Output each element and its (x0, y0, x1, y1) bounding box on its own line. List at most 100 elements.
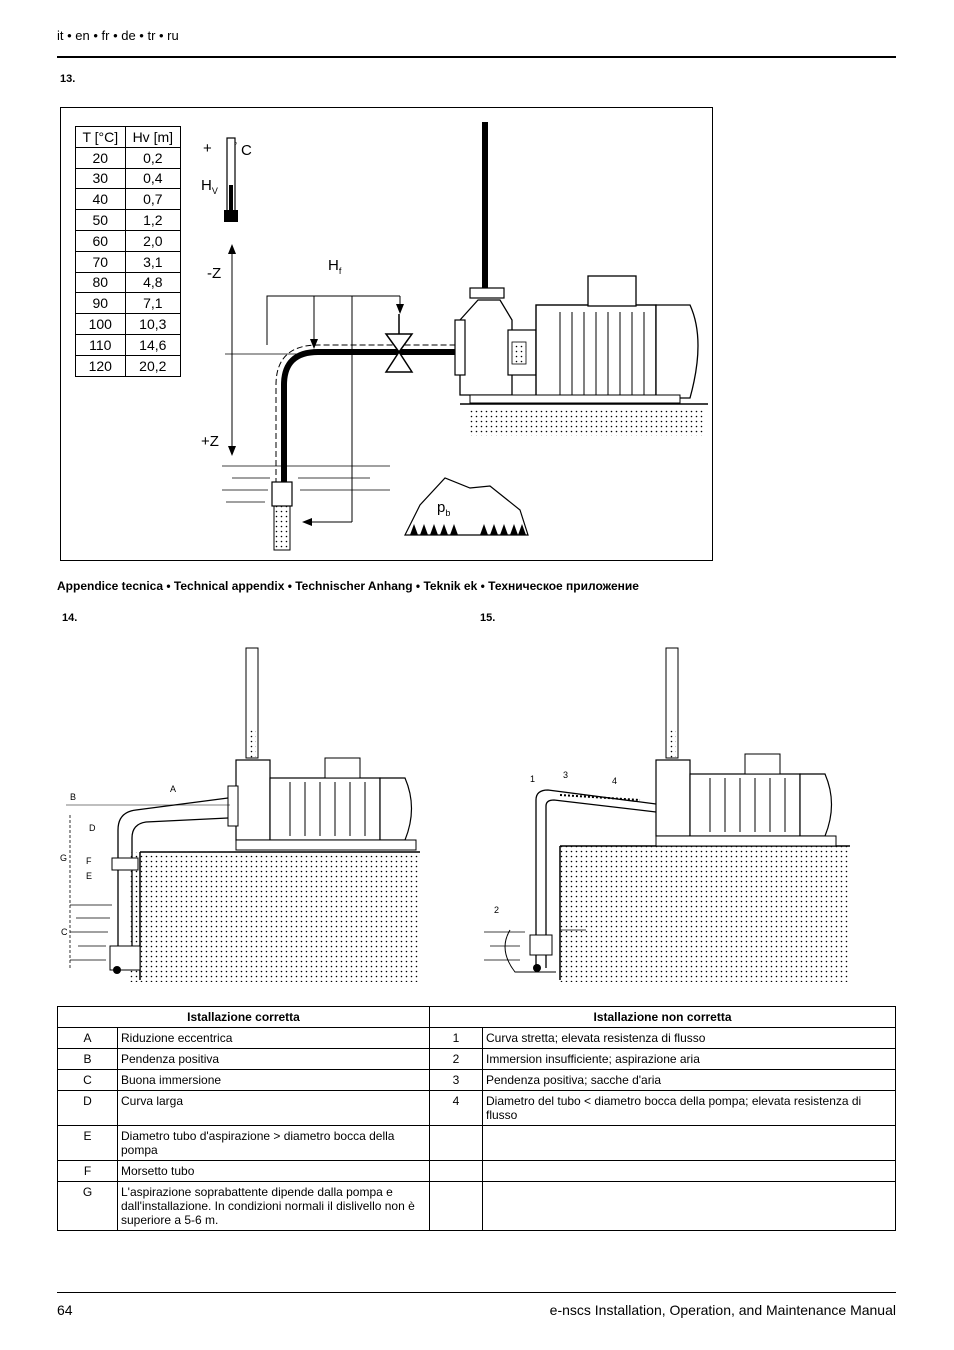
footer-rule (57, 1292, 896, 1293)
label-1: 1 (530, 774, 535, 784)
figure-15-number: 15. (480, 612, 496, 624)
legend-letter: A (57, 1027, 118, 1049)
figure-13-number: 13. (60, 73, 76, 85)
legend-header-row: Istallazione corretta Istallazione non c… (57, 1006, 896, 1028)
legend-description-incorrect (482, 1125, 896, 1161)
legend-description: Diametro tubo d'aspirazione > diametro b… (117, 1125, 430, 1161)
figure-13-frame (60, 107, 713, 561)
hf-label: Hf (328, 257, 342, 276)
legend-number: 4 (429, 1090, 483, 1126)
table-row: D Curva larga 4 Diametro del tubo < diam… (57, 1090, 896, 1126)
celsius-label: C (241, 142, 252, 159)
mountain-icon (404, 477, 529, 536)
figure-14-number: 14. (62, 612, 78, 624)
table-cell: 20 (75, 146, 126, 169)
legend-description-incorrect: Pendenza positiva; sacche d'aria (482, 1069, 896, 1091)
legend-description: Pendenza positiva (117, 1048, 430, 1070)
plus-label: + (203, 140, 212, 157)
legend-description: Morsetto tubo (117, 1160, 430, 1182)
table-row: E Diametro tubo d'aspirazione > diametro… (57, 1125, 896, 1161)
label-f: F (86, 856, 92, 866)
table-cell: 7,1 (124, 292, 182, 315)
legend-letter: C (57, 1069, 118, 1091)
legend-letter: D (57, 1090, 118, 1126)
legend-number (429, 1125, 483, 1161)
legend-description: L'aspirazione soprabattente dipende dall… (117, 1181, 430, 1231)
pb-label: pb (437, 499, 450, 518)
legend-letter: G (57, 1181, 118, 1231)
label-e: E (86, 871, 92, 881)
legend-header-incorrect: Istallazione non corretta (429, 1006, 896, 1028)
language-list: it • en • fr • de • tr • ru (57, 28, 179, 43)
legend-description: Riduzione eccentrica (117, 1027, 430, 1049)
label-b: B (70, 792, 76, 802)
table-cell: 14,6 (124, 333, 182, 356)
table-cell: 50 (75, 209, 126, 231)
label-3: 3 (563, 770, 568, 780)
legend-number (429, 1160, 483, 1182)
header-rule (57, 56, 896, 58)
table-cell: 20,2 (124, 354, 182, 377)
table-cell: 40 (75, 188, 126, 211)
degree-label: ° (234, 141, 237, 150)
legend-letter: E (57, 1125, 118, 1161)
table-cell: 3,1 (124, 250, 182, 273)
label-a: A (170, 784, 176, 794)
table-row: F Morsetto tubo (57, 1160, 896, 1182)
legend-number (429, 1181, 483, 1231)
pump-icon (454, 122, 699, 404)
legend-description-incorrect (482, 1160, 896, 1182)
legend-letter: F (57, 1160, 118, 1182)
incorrect-installation-diagram: 1 2 3 4 (484, 647, 850, 982)
label-4: 4 (612, 776, 617, 786)
table-cell: 0,7 (124, 188, 182, 211)
table-cell: 4,8 (124, 271, 182, 294)
table-cell: 1,2 (124, 209, 182, 231)
table-cell: 70 (75, 250, 126, 273)
label-d: D (89, 823, 96, 833)
table-cell: 2,0 (124, 229, 182, 252)
legend-number: 2 (429, 1048, 483, 1070)
table-cell: 110 (75, 333, 126, 356)
table-header-row: T [°C] Hv [m] (75, 126, 182, 148)
plus-z-label: +Z (201, 433, 219, 450)
legend-description-incorrect: Curva stretta; elevata resistenza di flu… (482, 1027, 896, 1049)
correct-installation-diagram: A B C D E F G (60, 647, 420, 982)
label-g: G (60, 853, 67, 863)
table-cell: 10,3 (124, 313, 182, 335)
legend-description-incorrect (482, 1181, 896, 1231)
minus-z-label: -Z (207, 265, 221, 282)
legend-description: Curva larga (117, 1090, 430, 1126)
legend-header-correct: Istallazione corretta (57, 1006, 430, 1028)
legend-letter: B (57, 1048, 118, 1070)
legend-number: 3 (429, 1069, 483, 1091)
legend-table: Istallazione corretta Istallazione non c… (57, 1006, 896, 1231)
table-row: C Buona immersione 3 Pendenza positiva; … (57, 1069, 896, 1091)
table-cell: 100 (75, 313, 126, 335)
table-cell: 0,4 (124, 167, 182, 190)
legend-number: 1 (429, 1027, 483, 1049)
table-header-hv: Hv [m] (124, 126, 182, 148)
label-c: C (61, 927, 68, 937)
thermometer-icon (224, 137, 238, 222)
table-row: B Pendenza positiva 2 Immersion insuffic… (57, 1048, 896, 1070)
table-cell: 80 (75, 271, 126, 294)
legend-description-incorrect: Diametro del tubo < diametro bocca della… (482, 1090, 896, 1126)
manual-title: e-nscs Installation, Operation, and Main… (549, 1302, 896, 1318)
table-cell: 120 (75, 354, 126, 377)
table-header-temperature: T [°C] (75, 126, 126, 148)
page-number: 64 (57, 1302, 73, 1318)
table-row: A Riduzione eccentrica 1 Curva stretta; … (57, 1027, 896, 1049)
table-cell: 30 (75, 167, 126, 190)
